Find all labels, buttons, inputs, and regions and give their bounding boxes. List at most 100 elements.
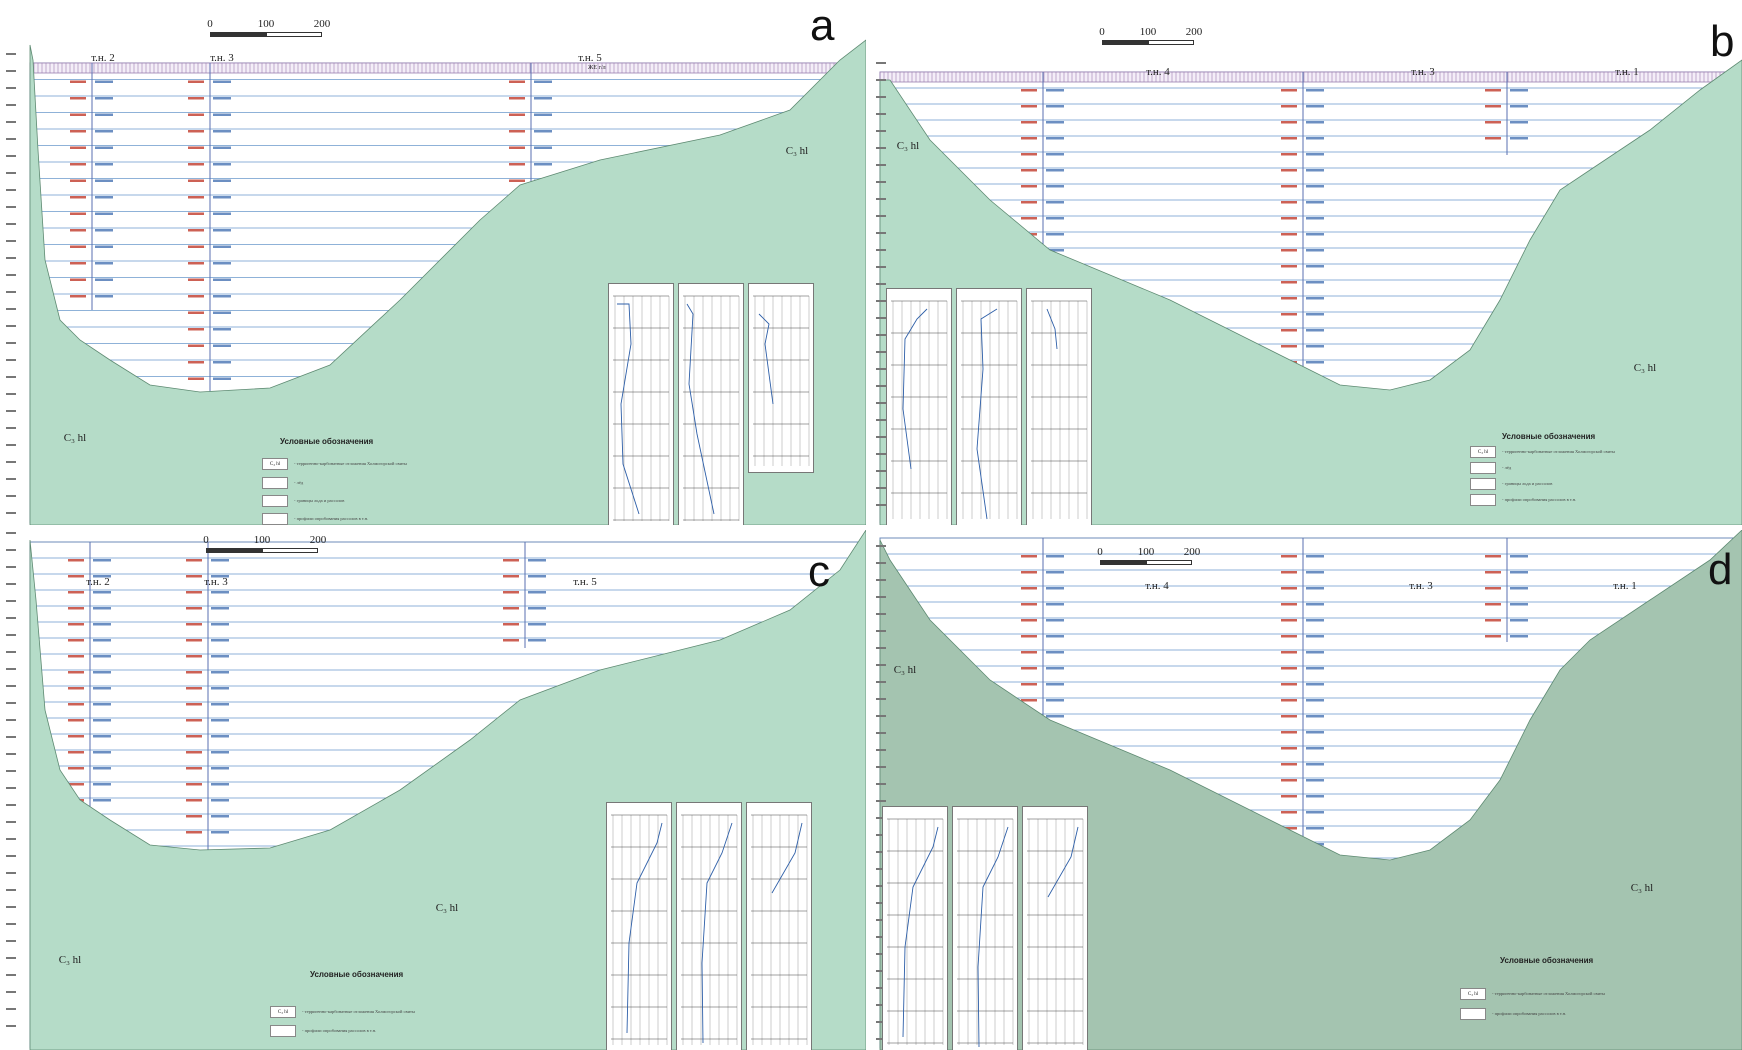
depth-tick [876, 817, 886, 819]
value-mark-blue [1306, 811, 1324, 814]
depth-tick [6, 838, 16, 840]
depth-tick [876, 953, 886, 955]
value-mark-blue [211, 575, 229, 578]
depth-tick [876, 749, 886, 751]
value-mark-blue [1510, 105, 1528, 108]
depth-tick [876, 783, 886, 785]
legend-swatch-rock: C₃ hl [270, 1006, 296, 1018]
legend-text-ice: - лёд [1502, 465, 1512, 470]
depth-tick [6, 189, 16, 191]
scale-label-100: 100 [253, 534, 271, 546]
value-mark-red [68, 687, 84, 690]
value-mark-red [186, 687, 202, 690]
value-mark-blue [95, 229, 113, 232]
value-mark-red [68, 607, 84, 610]
value-mark-red [70, 146, 86, 149]
value-mark-blue [1046, 619, 1064, 622]
depth-tick [6, 787, 16, 789]
value-mark-red [1021, 89, 1037, 92]
depth-tick [6, 753, 16, 755]
value-mark-red [68, 655, 84, 658]
value-mark-red [188, 361, 204, 364]
profile-plot [957, 818, 1014, 1048]
depth-tick [876, 300, 886, 302]
profile-inset-3 [1026, 288, 1092, 525]
depth-tick [876, 317, 886, 319]
profile-inset-2 [956, 288, 1022, 525]
legend-text-boundary: - границы льда и рассолов [294, 498, 345, 503]
value-mark-red [186, 703, 202, 706]
formation-label-right: C₃ hl [1630, 882, 1654, 894]
value-mark-red [188, 163, 204, 166]
value-mark-red [1021, 121, 1037, 124]
value-mark-blue [95, 212, 113, 215]
value-mark-red [509, 113, 525, 116]
value-mark-red [503, 623, 519, 626]
value-mark-red [70, 295, 86, 298]
value-mark-red [1021, 619, 1037, 622]
depth-tick [6, 274, 16, 276]
value-mark-red [1281, 683, 1297, 686]
depth-tick [6, 376, 16, 378]
legend-title: Условные обозначения [1500, 956, 1594, 965]
depth-tick [876, 596, 886, 598]
depth-tick [876, 147, 886, 149]
profile-plot [611, 814, 668, 1045]
value-mark-blue [211, 591, 229, 594]
value-mark-blue [211, 735, 229, 738]
profile-inset-1 [608, 283, 674, 525]
value-mark-red [1021, 201, 1037, 204]
value-mark-red [188, 278, 204, 281]
depth-tick [876, 834, 886, 836]
value-mark-red [1485, 571, 1501, 574]
profile-insets [886, 288, 1092, 525]
value-mark-blue [1306, 619, 1324, 622]
value-mark-red [1281, 811, 1297, 814]
depth-tick [876, 385, 886, 387]
depth-tick [6, 461, 16, 463]
value-mark-blue [1306, 361, 1324, 364]
profile-curve [1047, 826, 1079, 898]
value-mark-blue [1046, 715, 1064, 718]
legend-text-rock: - терригенно-карбонатные отложения Холмо… [1492, 991, 1606, 996]
value-mark-blue [1046, 249, 1064, 252]
value-mark-blue [534, 130, 552, 133]
legend-swatch-profile [262, 513, 288, 525]
value-mark-red [188, 196, 204, 199]
profile-inset-3 [748, 283, 814, 473]
legend-title: Условные обозначения [1502, 432, 1596, 441]
value-mark-blue [1306, 201, 1324, 204]
value-mark-blue [213, 344, 231, 347]
value-mark-red [1021, 555, 1037, 558]
value-mark-blue [1046, 683, 1064, 686]
value-mark-red [1485, 619, 1501, 622]
value-mark-red [188, 97, 204, 100]
panel-c: c 0 100 200 т.н. 2 т.н. 3 т.н. 5 C₃ hl C… [0, 530, 866, 1050]
value-mark-blue [1306, 281, 1324, 284]
legend-swatch-rock: C₃ hl [1460, 988, 1486, 1000]
value-mark-red [188, 179, 204, 182]
value-mark-red [1281, 715, 1297, 718]
value-mark-blue [1306, 731, 1324, 734]
depth-tick [6, 532, 16, 534]
depth-tick [6, 53, 16, 55]
value-mark-red [188, 295, 204, 298]
point-label-2: т.н. 3 [204, 576, 228, 588]
depth-tick [6, 172, 16, 174]
profile-plot [613, 295, 670, 521]
value-mark-blue [534, 97, 552, 100]
value-mark-red [186, 591, 202, 594]
depth-tick [6, 410, 16, 412]
panel-letter: d [1708, 545, 1733, 594]
value-mark-blue [211, 783, 229, 786]
value-mark-red [1281, 313, 1297, 316]
point-label-3: т.н. 5 [578, 52, 602, 64]
value-mark-blue [528, 607, 546, 610]
profile-curve [1046, 308, 1058, 350]
value-mark-blue [95, 80, 113, 83]
value-mark-blue [1306, 715, 1324, 718]
value-mark-blue [213, 80, 231, 83]
depth-tick [876, 562, 886, 564]
value-mark-red [188, 80, 204, 83]
depth-tick [876, 96, 886, 98]
